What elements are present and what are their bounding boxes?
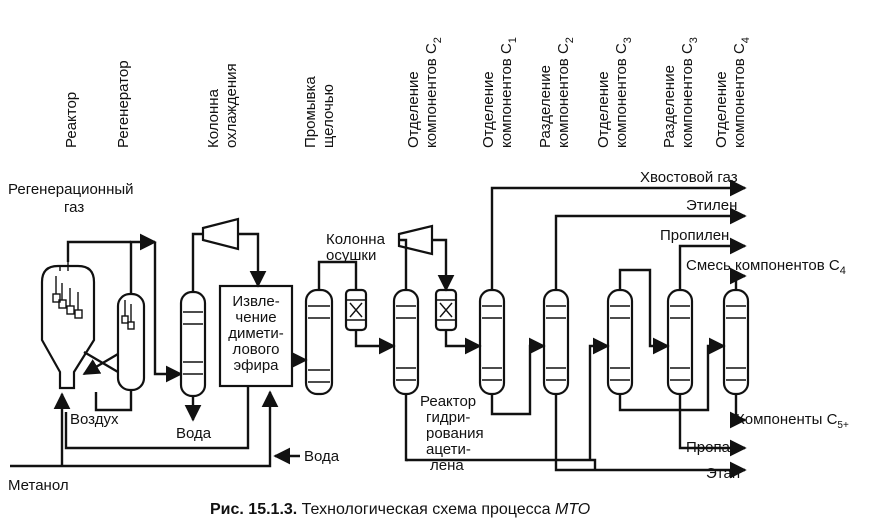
label-ethane: Этан <box>706 465 740 482</box>
label-propylene: Пропилен <box>660 227 729 244</box>
label-methanol: Метанол <box>8 477 69 494</box>
cooling-column <box>179 290 207 398</box>
label-split-c2-line1: Разделение <box>537 65 554 148</box>
label-hydro-line5: лена <box>430 457 464 474</box>
regenerator-vessel <box>116 292 146 392</box>
label-alkali-wash-line1: Промывка <box>302 76 319 148</box>
label-water-out: Вода <box>176 425 212 442</box>
dryer-vessel <box>344 288 368 332</box>
label-sep-c4-line1: Отделение <box>713 71 730 148</box>
label-hydro-line4: ацети- <box>426 441 471 458</box>
stream-labels: Регенерационный газ Воздух Вода Вода Мет… <box>8 169 849 494</box>
label-split-c2-line2: компонентов C2 <box>555 37 576 148</box>
label-c4-mix: Смесь компонентов C4 <box>686 257 846 277</box>
reactor-vessel <box>40 262 96 390</box>
label-regen-gas-line2: газ <box>64 199 84 216</box>
compressor-1 <box>201 217 240 251</box>
figure-caption: Рис. 15.1.3. Технологическая схема проце… <box>210 501 590 518</box>
equipment: Извле- чение димети- лового эфира <box>40 217 750 398</box>
acetylene-hydrogenation-reactor <box>434 288 458 332</box>
label-reactor: Реактор <box>63 92 80 148</box>
label-sep-c4-line2: компонентов C4 <box>731 37 752 148</box>
svg-text:димети-: димети- <box>228 325 284 342</box>
alkali-wash-column <box>304 288 334 396</box>
label-cooling-column-line2: охлаждения <box>223 63 240 148</box>
label-ethylene: Этилен <box>686 197 737 214</box>
label-hydro-line3: рования <box>426 425 484 442</box>
label-hydro-line1: Реактор <box>420 393 476 410</box>
label-air: Воздух <box>70 411 119 428</box>
label-sep-c1-line2: компонентов C1 <box>498 37 519 148</box>
label-dryer-line1: Колонна <box>326 231 386 248</box>
label-sep-c3-line2: компонентов C3 <box>613 37 634 148</box>
label-regen-gas-line1: Регенерационный <box>8 181 134 198</box>
label-propane: Пропан <box>686 439 738 456</box>
label-hydro-line2: гидри- <box>426 409 470 426</box>
label-sep-c2-line2: компонентов C2 <box>423 37 444 148</box>
label-c5-components: Компоненты C5+ <box>736 411 849 431</box>
label-sep-c2-line1: Отделение <box>405 71 422 148</box>
sep-c2-column <box>392 288 420 396</box>
svg-text:эфира: эфира <box>233 357 279 374</box>
sep-c4-column <box>722 288 750 396</box>
dme-extraction-unit: Извле- чение димети- лового эфира <box>218 284 294 388</box>
label-alkali-wash-line2: щелочью <box>320 84 337 148</box>
split-c2-column <box>542 288 570 396</box>
label-cooling-column-line1: Колонна <box>205 88 222 148</box>
svg-text:чение: чение <box>235 309 276 326</box>
label-water-in: Вода <box>304 448 340 465</box>
label-sep-c1-line1: Отделение <box>480 71 497 148</box>
label-tail-gas: Хвостовой газ <box>640 169 738 186</box>
sep-c1-column <box>478 288 506 396</box>
label-split-c3-line1: Разделение <box>661 65 678 148</box>
split-c3-column <box>666 288 694 396</box>
top-labels: Реактор Регенератор Колонна охлаждения П… <box>63 37 752 148</box>
label-split-c3-line2: компонентов C3 <box>679 37 700 148</box>
label-dryer-line2: осушки <box>326 247 376 264</box>
svg-text:Извле-: Извле- <box>232 293 279 310</box>
process-lines <box>10 179 747 479</box>
sep-c3-column <box>606 288 634 396</box>
label-regenerator: Регенератор <box>115 60 132 148</box>
compressor-2 <box>397 224 434 256</box>
svg-text:лового: лового <box>233 341 280 358</box>
label-sep-c3-line1: Отделение <box>595 71 612 148</box>
